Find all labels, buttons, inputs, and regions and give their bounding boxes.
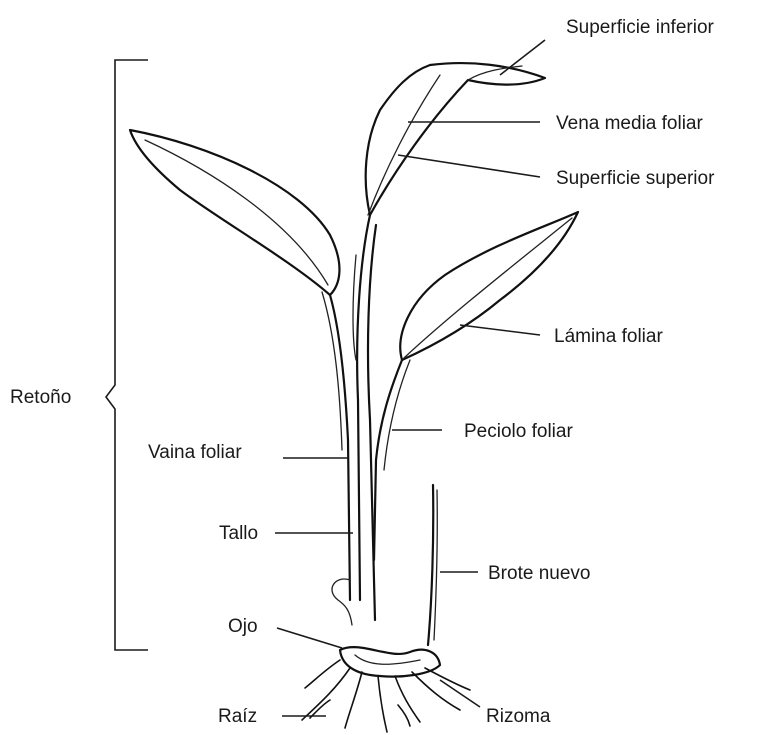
retono-bracket [106, 60, 148, 650]
label-tallo: Tallo [219, 523, 258, 544]
new-shoot [428, 485, 433, 645]
right-petiole-outer [384, 360, 410, 470]
rhizome-detail [355, 655, 420, 664]
label-peciolo-foliar: Peciolo foliar [464, 421, 573, 442]
central-stem-detail [353, 255, 356, 360]
central-stem-left [357, 215, 370, 600]
right-petiole [374, 360, 402, 560]
leader-rizoma [440, 680, 480, 707]
label-retono: Retoño [10, 387, 71, 408]
new-shoot-inner [434, 490, 437, 640]
leader-lamina-foliar [460, 325, 540, 335]
leader-lines [275, 40, 545, 716]
top-leaf-midrib [368, 75, 440, 215]
top-leaf-blade [366, 63, 545, 215]
left-leaf-midrib [145, 140, 328, 285]
label-lamina-foliar: Lámina foliar [554, 326, 663, 347]
left-leaf-blade [130, 130, 339, 295]
leader-ojo [277, 628, 342, 648]
label-rizoma: Rizoma [486, 706, 551, 727]
label-raiz: Raíz [218, 706, 257, 727]
plant-illustration [130, 63, 578, 732]
label-superficie-inferior: Superficie inferior [566, 17, 715, 38]
label-superficie-superior: Superficie superior [556, 168, 715, 189]
roots [302, 660, 470, 732]
label-brote-nuevo: Brote nuevo [488, 563, 590, 584]
left-petiole-inner [322, 292, 342, 450]
rhizome [340, 647, 440, 676]
leader-superficie-superior [398, 155, 540, 177]
label-vena-media-foliar: Vena media foliar [556, 113, 703, 134]
label-ojo: Ojo [228, 616, 258, 637]
label-vaina-foliar: Vaina foliar [148, 442, 242, 463]
